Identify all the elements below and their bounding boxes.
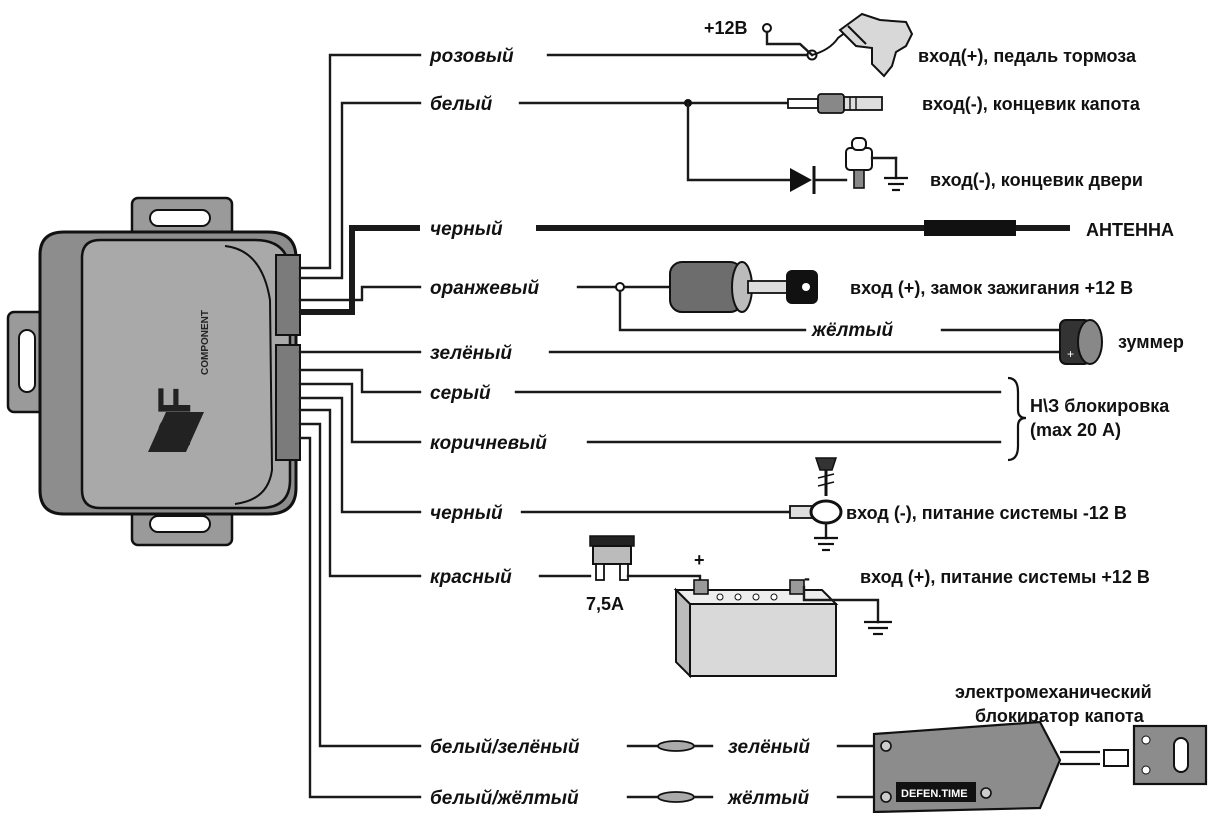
- wire-label-black-ground: черный: [430, 503, 503, 524]
- wire-label-red: красный: [430, 567, 512, 588]
- wire-label-brown: коричневый: [430, 433, 547, 454]
- wire-label-green: зелёный: [430, 343, 512, 364]
- brake-pedal-icon: [811, 12, 914, 78]
- hood-switch-label: вход(-), концевик капота: [922, 94, 1141, 114]
- plus12-label: +12В: [704, 18, 748, 38]
- door-switch-icon: [845, 137, 908, 192]
- wire-label-yellow: жёлтый: [811, 320, 893, 341]
- connector-icon: [657, 791, 695, 803]
- wire-label-black-antenna: черный: [430, 219, 503, 240]
- antenna-element: [924, 220, 1016, 236]
- hood-lock-icon: DEFEN.TIME: [872, 720, 1208, 814]
- antenna-label: АНТЕННА: [1086, 220, 1174, 240]
- ignition-label: вход (+), замок зажигания +12 В: [850, 278, 1133, 298]
- nc-block-label-2: (max 20 А): [1030, 420, 1121, 440]
- battery-icon: [673, 579, 839, 679]
- module-subtitle: COMPONENT: [200, 310, 211, 375]
- wire-harness: [298, 53, 422, 799]
- hood-switch-icon: [787, 93, 883, 114]
- wire-label-green-lock: зелёный: [728, 737, 810, 758]
- wire-label-yellow-lock: жёлтый: [727, 788, 809, 809]
- hood-lock-label-2: блокиратор капота: [975, 706, 1145, 726]
- diode-icon: [790, 166, 848, 194]
- connector-icon: [657, 740, 695, 752]
- wire-label-white-green: белый/зелёный: [430, 737, 580, 758]
- hood-lock-label-1: электромеханический: [955, 682, 1152, 702]
- lock-brand-label: DEFEN.TIME: [901, 788, 968, 800]
- logo-stripes: [148, 412, 204, 452]
- wire-label-white: белый: [430, 94, 493, 115]
- control-module: DF COMPONENT: [6, 196, 301, 547]
- wire-label-grey: серый: [430, 383, 491, 404]
- fuse-icon: [589, 535, 635, 581]
- battery-plus: +: [694, 550, 705, 570]
- nc-block-label-1: Н\З блокировка: [1030, 396, 1170, 416]
- ground-lug-icon: [789, 457, 843, 552]
- brake-label: вход(+), педаль тормоза: [918, 46, 1137, 66]
- ignition-lock-icon: [669, 261, 818, 313]
- wire-label-pink: розовый: [429, 46, 514, 67]
- bracket: [1007, 376, 1027, 462]
- power-label: вход (+), питание системы +12 В: [860, 567, 1150, 587]
- battery-minus: -: [804, 568, 810, 588]
- fuse-label: 7,5А: [586, 594, 624, 614]
- wire-label-white-yellow: белый/жёлтый: [430, 788, 579, 809]
- wire-label-orange: оранжевый: [430, 278, 540, 299]
- buzzer-icon: +: [1059, 319, 1103, 365]
- svg-text:+: +: [1067, 347, 1074, 361]
- buzzer-label: зуммер: [1118, 332, 1184, 352]
- module-logo: DF: [148, 387, 200, 448]
- ground-label: вход (-), питание системы -12 В: [846, 503, 1127, 523]
- door-switch-label: вход(-), концевик двери: [930, 170, 1143, 190]
